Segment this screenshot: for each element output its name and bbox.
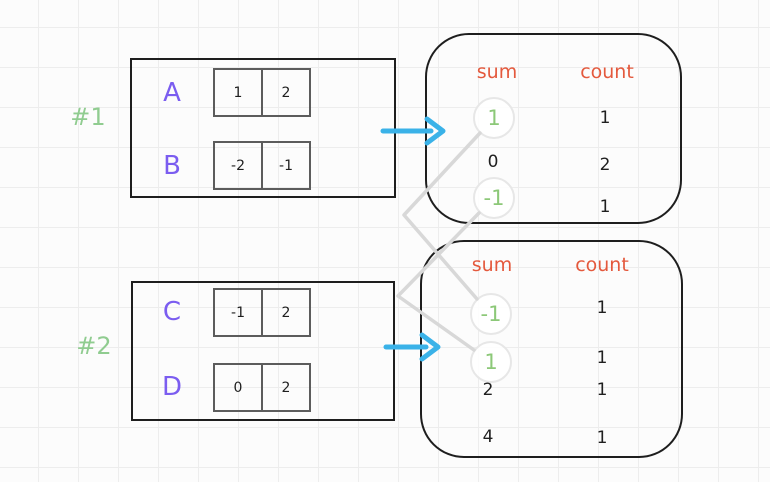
table-2-sum-circle-1: 1 bbox=[470, 341, 512, 383]
table-2-count-value-3: 1 bbox=[596, 428, 608, 448]
table-1-sum-circle-0: 1 bbox=[473, 97, 515, 139]
table-1-sum-value-0: 1 bbox=[487, 106, 501, 130]
array-d-cells: 0 2 bbox=[213, 363, 311, 412]
group-2-box bbox=[131, 281, 395, 421]
group-2-label: #2 bbox=[76, 332, 112, 360]
array-d-label: D bbox=[161, 372, 183, 402]
table-2-sum-value-1: 1 bbox=[484, 350, 498, 374]
table-1-sum-value-2: -1 bbox=[483, 186, 505, 210]
table-2-sum-value-2: 2 bbox=[482, 380, 494, 400]
array-b-cells: -2 -1 bbox=[213, 141, 311, 190]
array-d-cell-0: 0 bbox=[213, 363, 263, 412]
group-1-box bbox=[130, 58, 396, 198]
array-b-cell-0: -2 bbox=[213, 141, 263, 190]
table-2-sum-value-0: -1 bbox=[480, 302, 502, 326]
array-a-cell-0: 1 bbox=[213, 68, 263, 117]
table-1-count-value-2: 1 bbox=[599, 197, 611, 217]
array-a-cells: 1 2 bbox=[213, 68, 311, 117]
table-1-count-value-0: 1 bbox=[599, 108, 611, 128]
array-a-label: A bbox=[163, 78, 181, 108]
table-1-sum-value-1: 0 bbox=[487, 152, 499, 172]
array-c-label: C bbox=[162, 297, 182, 327]
array-a-cell-1: 2 bbox=[261, 68, 311, 117]
table-2-count-value-1: 1 bbox=[596, 348, 608, 368]
array-b-cell-1: -1 bbox=[261, 141, 311, 190]
table-2-count-header: count bbox=[575, 254, 629, 276]
table-2-count-value-0: 1 bbox=[596, 298, 608, 318]
group-1-label: #1 bbox=[70, 103, 106, 131]
array-b-label: B bbox=[163, 151, 181, 181]
table-2-sum-circle-0: -1 bbox=[470, 293, 512, 335]
array-c-cell-0: -1 bbox=[213, 288, 263, 337]
table-1-count-value-1: 2 bbox=[599, 155, 611, 175]
table-1-count-header: count bbox=[580, 61, 634, 83]
array-c-cells: -1 2 bbox=[213, 288, 311, 337]
table-2-sum-header: sum bbox=[471, 254, 513, 276]
table-1-sum-circle-2: -1 bbox=[473, 177, 515, 219]
table-2-sum-value-3: 4 bbox=[482, 427, 494, 447]
array-c-cell-1: 2 bbox=[261, 288, 311, 337]
table-2-count-value-2: 1 bbox=[596, 380, 608, 400]
table-1-sum-header: sum bbox=[476, 61, 518, 83]
array-d-cell-1: 2 bbox=[261, 363, 311, 412]
